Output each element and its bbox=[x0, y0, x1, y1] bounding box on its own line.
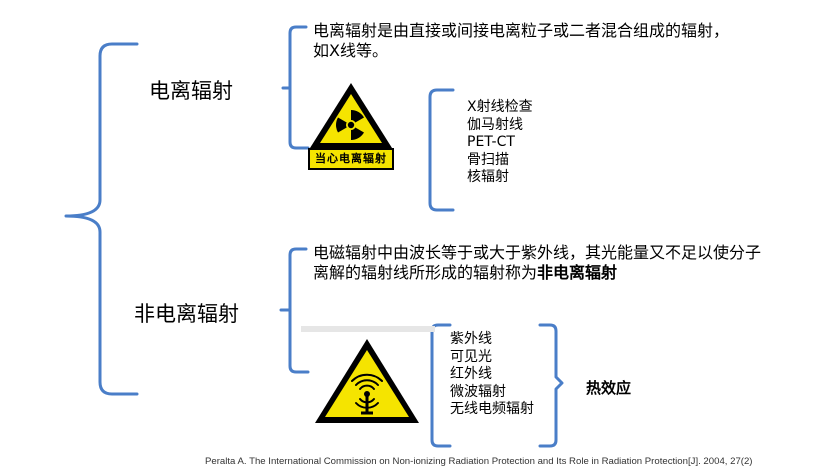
list-item: 伽马射线 bbox=[467, 116, 523, 133]
divider-strip bbox=[301, 326, 435, 332]
non-ionizing-examples-list: 紫外线 可见光 红外线 微波辐射 无线电频辐射 bbox=[450, 331, 534, 419]
main-brace bbox=[64, 42, 139, 396]
ionizing-warning-sign: 当心电离辐射 bbox=[308, 80, 394, 173]
radiation-trefoil-icon bbox=[310, 83, 392, 148]
non-ionizing-radiation-icon bbox=[315, 339, 419, 423]
list-item: 核辐射 bbox=[467, 169, 509, 186]
list-item: PET-CT bbox=[467, 134, 515, 151]
non-ionizing-description-bold: 非电离辐射 bbox=[537, 263, 618, 282]
non-ionizing-description: 电磁辐射中由波长等于或大于紫外线，其光能量又不足以使分子离解的辐射线所形成的辐射… bbox=[313, 243, 775, 283]
non-ionizing-bracket bbox=[279, 247, 310, 374]
list-item: X射线检查 bbox=[467, 99, 533, 115]
non-ionizing-examples-bracket-right bbox=[538, 323, 564, 448]
list-item: 紫外线 bbox=[450, 331, 492, 347]
list-item: 红外线 bbox=[450, 366, 492, 383]
citation: Peralta A. The International Commission … bbox=[205, 456, 753, 467]
list-item: 骨扫描 bbox=[467, 151, 509, 168]
non-ionizing-examples-bracket-left bbox=[430, 323, 452, 448]
list-item: 可见光 bbox=[450, 348, 492, 365]
thermal-effect-label: 热效应 bbox=[586, 379, 632, 397]
ionizing-examples-bracket bbox=[428, 88, 455, 212]
ionizing-sign-label: 当心电离辐射 bbox=[308, 148, 394, 170]
list-item: 无线电频辐射 bbox=[450, 401, 534, 418]
ionizing-title: 电离辐射 bbox=[149, 79, 233, 103]
ionizing-bracket bbox=[281, 25, 310, 150]
non-ionizing-title: 非电离辐射 bbox=[134, 302, 239, 326]
non-ionizing-description-text: 电磁辐射中由波长等于或大于紫外线，其光能量又不足以使分子离解的辐射线所形成的辐射… bbox=[313, 243, 762, 282]
list-item: 微波辐射 bbox=[450, 383, 506, 400]
ionizing-description: 电离辐射是由直接或间接电离粒子或二者混合组成的辐射，如X线等。 bbox=[313, 21, 730, 60]
ionizing-examples-list: X射线检查 伽马射线 PET-CT 骨扫描 核辐射 bbox=[467, 99, 533, 187]
